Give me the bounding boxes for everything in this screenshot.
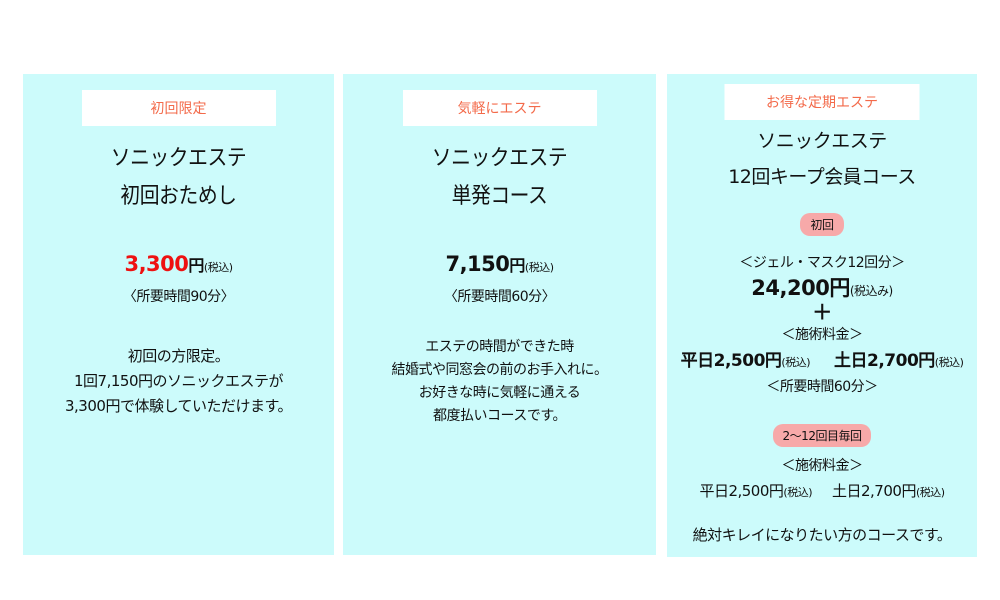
tag-label: 初回限定 — [81, 90, 276, 126]
weekend-fee: 土日2,700円 — [832, 482, 916, 500]
fee-label: ＜施術料金＞ — [781, 458, 864, 474]
mask-note: ＜ジェル・マスク12回分＞ — [739, 255, 905, 271]
price-value: 3,300 — [124, 252, 189, 276]
tax-note: (税込) — [783, 486, 812, 499]
card-title: ソニックエステ — [110, 146, 247, 171]
first-price: 24,200円(税込み) — [667, 272, 977, 302]
card-title: ソニックエステ — [757, 130, 887, 152]
card-first-trial: 初回限定 ソニックエステ 初回おためし 3,300円(税込) 〈所要時間90分〉… — [23, 74, 334, 555]
tax-note: (税込) — [781, 356, 810, 369]
yen: 円 — [509, 256, 525, 275]
card-single-course: 気軽にエステ ソニックエステ 単発コース 7,150円(税込) 〈所要時間60分… — [343, 74, 656, 555]
tax-note: (税込) — [203, 261, 233, 274]
card-title: ソニックエステ — [431, 146, 568, 171]
duration: ＜所要時間60分＞ — [766, 379, 878, 395]
weekday-fee: 平日2,500円 — [680, 351, 782, 371]
desc-line: 結婚式や同窓会の前のお手入れに。 — [391, 362, 609, 378]
yen: 円 — [188, 256, 204, 275]
repeat-badge: 2〜12回目毎回 — [772, 424, 872, 447]
tax-note: (税込) — [524, 261, 554, 274]
duration: 〈所要時間90分〉 — [122, 289, 235, 305]
first-badge: 初回 — [800, 213, 844, 236]
tax-note: (税込) — [934, 356, 964, 369]
desc-line: 1回7,150円のソニックエステが — [74, 372, 284, 390]
desc-line: エステの時間ができた時 — [425, 339, 574, 355]
plus-sign: ＋ — [812, 300, 832, 324]
tax-note: (税込) — [915, 486, 945, 499]
fee-label: ＜施術料金＞ — [781, 327, 864, 343]
desc-line: 都度払いコースです。 — [433, 408, 566, 424]
desc-line: 3,300円で体験していただけます。 — [65, 397, 293, 415]
tag-label: お得な定期エステ — [724, 84, 920, 120]
description: 初回の方限定。 1回7,150円のソニックエステが 3,300円で体験していただ… — [23, 344, 334, 419]
weekday-fee: 平日2,500円 — [699, 482, 784, 500]
price: 3,300円(税込) — [23, 252, 334, 276]
desc-line: 初回の方限定。 — [127, 347, 230, 365]
price-value: 24,200円 — [751, 276, 850, 300]
card-subtitle: 12回キープ会員コース — [728, 166, 916, 188]
fee-row: 平日2,500円(税込)土日2,700円(税込) — [667, 346, 977, 371]
tag-label: 気軽にエステ — [402, 90, 597, 126]
description: 絶対キレイになりたい方のコースです。 — [692, 526, 952, 544]
card-subtitle: 初回おためし — [120, 184, 237, 209]
tax-note: (税込み) — [849, 284, 893, 298]
price: 7,150円(税込) — [343, 252, 656, 276]
card-membership-course: お得な定期エステ ソニックエステ 12回キープ会員コース 初回 ＜ジェル・マスク… — [667, 74, 977, 557]
price-value: 7,150 — [445, 252, 510, 276]
duration: 〈所要時間60分〉 — [443, 289, 556, 305]
card-subtitle: 単発コース — [451, 184, 548, 209]
weekend-fee: 土日2,700円 — [834, 351, 935, 371]
fee-row: 平日2,500円(税込)土日2,700円(税込) — [667, 480, 977, 501]
description: エステの時間ができた時 結婚式や同窓会の前のお手入れに。 お好きな時に気軽に通え… — [343, 336, 656, 428]
desc-line: お好きな時に気軽に通える — [418, 385, 581, 401]
